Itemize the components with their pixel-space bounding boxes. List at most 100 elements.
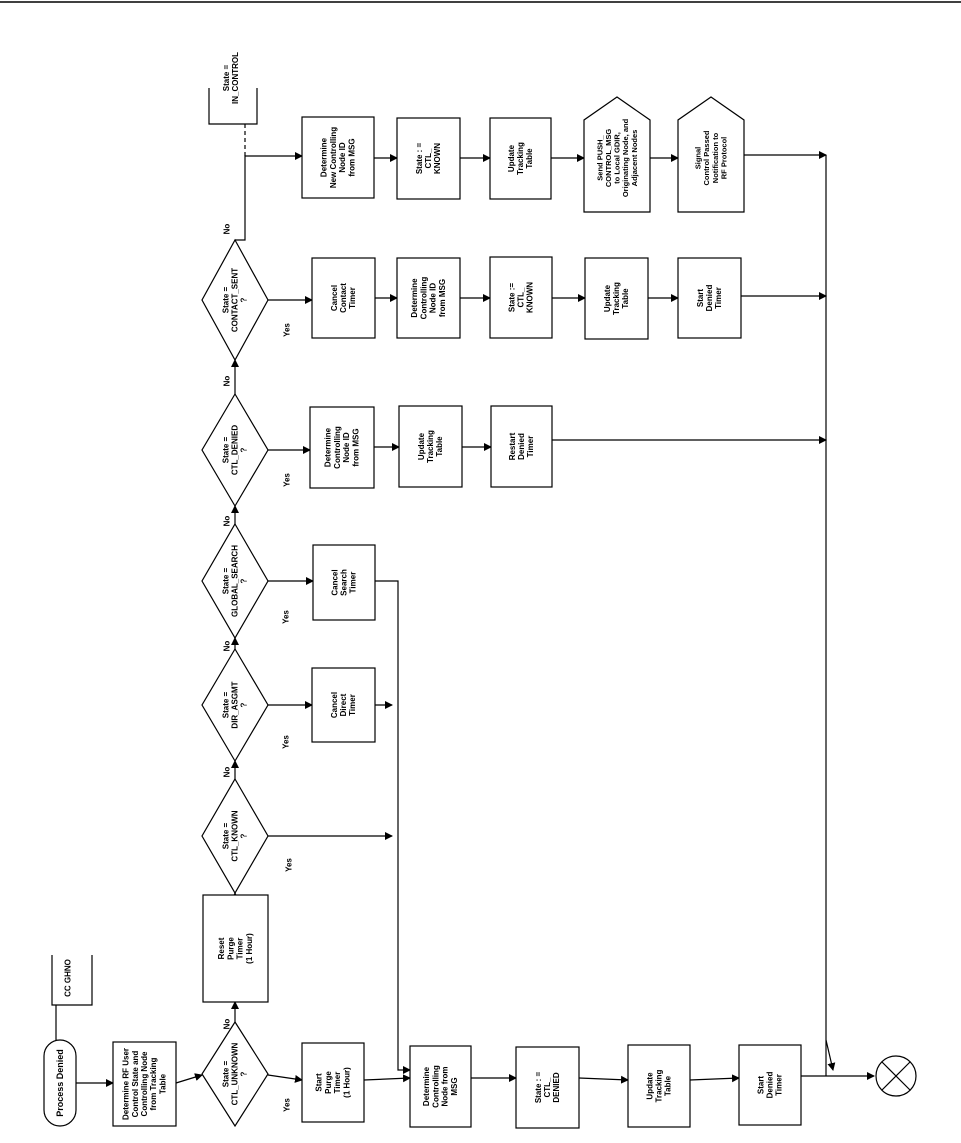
decision-ctl-denied-diamond (201, 392, 269, 508)
cc-ghno-line: CC GHNO (64, 959, 73, 997)
process-denied-label: Process Denied (55, 1049, 65, 1117)
r2-state-ctl-known-line: KNOWN (526, 282, 535, 313)
cancel-direct-timer-box (311, 667, 376, 743)
r1-signal-control-passed-shape (677, 96, 745, 213)
r3-update-tracking-box (398, 405, 463, 488)
r1-determine-new-node-line: Determine (320, 137, 329, 177)
process-denied-terminal (43, 1039, 77, 1127)
state-ctl-denied-line: CTL_ (543, 1077, 552, 1098)
r1-determine-new-node-line: from MSG (347, 138, 356, 176)
r2-determine-node-line: Determine (410, 278, 419, 318)
cancel-search-timer-line: Search (340, 569, 349, 596)
decision-dir-asgmt-diamond (201, 647, 269, 763)
r1-update-tracking-box (489, 117, 552, 200)
decision-ctl-denied-line: ? (240, 447, 249, 452)
r2-update-tracking-line: Table (621, 288, 630, 309)
decision-ctl-unknown-label: State =CTL_UNKNOWN? (221, 1042, 248, 1105)
decision-contact-sent-line: ? (240, 297, 249, 302)
decision-global-search-line: GLOBAL_SEARCH (231, 545, 240, 617)
decision-contact-sent-line: CONTACT_SENT (231, 268, 240, 332)
label-contact-yes: Yes (283, 323, 292, 337)
process-denied-line: Process Denied (55, 1049, 65, 1117)
r3-determine-node-line: from MSG (351, 428, 360, 466)
decision-global-search-line: State = (221, 567, 230, 594)
r1-state-ctl-known-line: CTL_ (424, 148, 433, 169)
state-ctl-denied-line: DENIED (552, 1072, 561, 1102)
decision-global-search-line: ? (240, 578, 249, 583)
decision-ctl-known-line: CTL_KNOWN (231, 810, 240, 861)
reset-purge-timer-box (202, 894, 269, 1003)
r1-update-tracking-line: Update (507, 144, 516, 172)
start-purge-timer-line: Start (315, 1073, 324, 1092)
r2-state-ctl-known-box (489, 256, 553, 339)
r2-state-ctl-known-line: State := (507, 283, 516, 312)
r2-update-tracking-line: Tracking (612, 282, 621, 315)
edge-state-update (578, 1075, 629, 1084)
decision-dir-asgmt-line: DIR_ASGMT (231, 681, 240, 728)
r1-state-ctl-known-box (396, 117, 461, 200)
decision-ctl-denied-label: State =CTL_DENIED? (221, 425, 248, 475)
r1-send-push-control-line: Send PUSH_ (595, 134, 604, 180)
determine-controlling-node-line: Determine (422, 1066, 431, 1106)
decision-ctl-known-line: State = (221, 822, 230, 849)
r3-update-tracking-line: Tracking (426, 430, 435, 463)
determine-rf-user-line: Control State and (131, 1051, 140, 1118)
r2-start-denied-timer-line: Start (696, 289, 705, 308)
r3-determine-node-line: Controlling (333, 426, 342, 469)
edge-purge-determine (363, 1074, 411, 1083)
edge-cancel-search-merge (375, 580, 411, 1074)
cc-ghno-bracket (51, 955, 93, 1006)
in-control-label: State =IN_CONTROL (222, 52, 240, 104)
r1-send-push-control-shape (583, 96, 651, 213)
determine-rf-user-line: Determine RF User (122, 1048, 131, 1120)
r1-determine-new-node-line: Node ID (338, 142, 347, 172)
edge-unknown-yes (267, 1074, 303, 1083)
decision-contact-sent-label: State =CONTACT_SENT? (221, 268, 248, 332)
cancel-search-timer-box (312, 544, 376, 621)
r2-update-tracking-box (584, 257, 649, 340)
r2-cancel-contact-timer-line: Timer (348, 287, 357, 309)
start-denied-timer-main-line: Denied (766, 1072, 775, 1099)
decision-global-search-diamond (201, 522, 269, 640)
start-purge-timer-line: (1 Hour) (342, 1067, 351, 1098)
label-unknown-no: No (223, 1019, 232, 1030)
decision-ctl-unknown-line: ? (240, 1071, 249, 1076)
state-ctl-denied-box (515, 1046, 580, 1129)
cancel-direct-timer-line: Cancel (330, 692, 339, 718)
r2-determine-node-box (396, 257, 461, 339)
r2-start-denied-timer-line: Denied (705, 285, 714, 312)
decision-contact-sent-line: State = (221, 286, 230, 313)
decision-ctl-denied-line: CTL_DENIED (231, 425, 240, 475)
edge-contact-no (235, 152, 303, 241)
label-dir-yes: Yes (282, 735, 291, 749)
cancel-search-timer-line: Timer (349, 572, 358, 594)
label-denied-yes: Yes (283, 473, 292, 487)
label-known-no: No (223, 767, 232, 778)
r1-send-push-control-line: Originating Node, and (621, 118, 630, 197)
r1-determine-new-node-box (301, 116, 375, 199)
r3-restart-denied-timer-line: Restart (508, 432, 517, 460)
r3-update-tracking-line: Table (435, 436, 444, 457)
end-terminator-cross (881, 1061, 911, 1091)
decision-ctl-unknown-diamond (201, 1020, 269, 1128)
start-purge-timer-box (301, 1042, 365, 1123)
r1-state-ctl-known-line: KNOWN (433, 143, 442, 174)
determine-rf-user-line: Table (158, 1073, 167, 1094)
update-tracking-table-main-line: Tracking (655, 1069, 664, 1102)
in-control-line: IN_CONTROL (231, 52, 240, 104)
label-dir-no: No (223, 641, 232, 652)
reset-purge-timer-line: Reset (217, 937, 226, 959)
label-global-no: No (223, 516, 232, 527)
r1-signal-control-passed-line: RF Protocol (719, 137, 728, 180)
collector-merge (825, 1039, 836, 1071)
r2-cancel-contact-timer-line: Cancel (330, 285, 339, 311)
